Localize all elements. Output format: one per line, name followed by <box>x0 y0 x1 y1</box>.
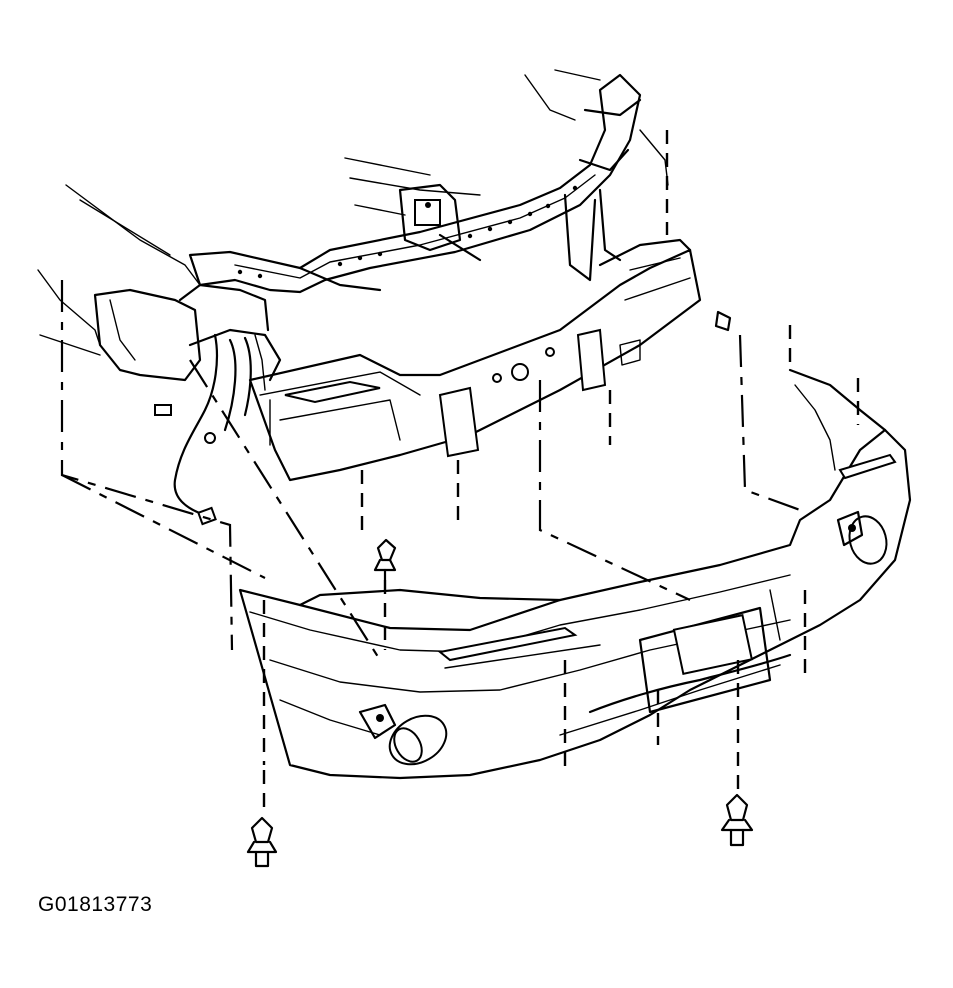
push-pin-bottom-left <box>246 816 278 868</box>
fog-lamp-left <box>358 703 448 766</box>
fog-lamp-right <box>836 510 888 565</box>
figure-code-label: G01813773 <box>38 893 153 916</box>
vehicle-body-outline <box>37 69 669 356</box>
left-bracket-assembly <box>93 283 282 526</box>
alignment-leader-lines <box>60 130 860 815</box>
push-pin-top <box>373 538 397 582</box>
push-pin-bottom-right <box>720 793 754 847</box>
impact-bar <box>248 238 732 482</box>
frame-rivets <box>237 185 578 279</box>
bumper-fascia <box>238 368 912 780</box>
radiator-support-frame <box>188 73 642 294</box>
hood-latch <box>398 183 482 262</box>
